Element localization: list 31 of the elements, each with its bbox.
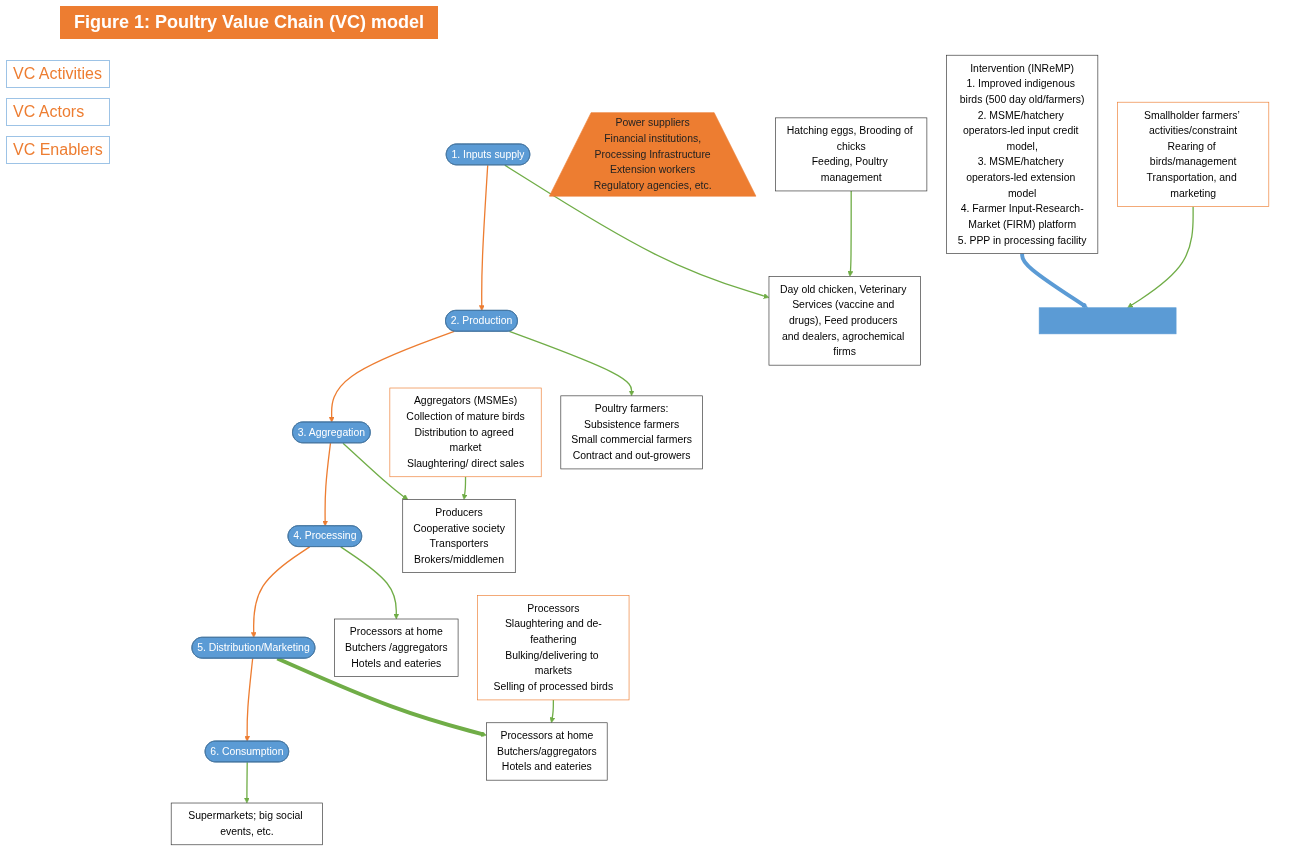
axis-label: VC Activities xyxy=(6,60,110,88)
arrow xyxy=(504,164,770,299)
node-box: Supermarkets; big social events, etc. xyxy=(170,802,323,846)
arrow xyxy=(847,190,854,277)
node-box: Processors Slaughtering and de-feathering Bulking/delivering to markets Selling of processed birds xyxy=(477,595,630,701)
arrow xyxy=(322,442,332,527)
node-box: Producers Cooperative society Transporters Brokers/middlemen xyxy=(402,499,516,573)
axis-label: VC Enablers xyxy=(6,136,110,164)
node-box: Intervention (INReMP) 1. Improved indigenous birds (500 day old/farmers) 2. MSME/hatchery operators-led input credit model, 3. MSME/hatchery operators-led extension model 4. Farmer Input-Research-Market (FIRM) platform 5. PPP in processing facility xyxy=(946,54,1099,254)
arrow xyxy=(342,442,409,500)
node-box: Smallholder farmers’ activities/constraint Rearing of birds/management Transportation, and marketing xyxy=(1117,101,1270,207)
arrow xyxy=(549,699,556,723)
arrow xyxy=(1020,253,1088,308)
node-box: Processors at home Butchers /aggregators Hotels and eateries xyxy=(334,618,459,677)
arrow xyxy=(461,476,468,500)
arrow xyxy=(508,330,635,397)
arrow xyxy=(244,761,250,804)
node-box: Processors at home Butchers/aggregators Hotels and eateries xyxy=(486,722,608,781)
node-bar xyxy=(1038,307,1177,335)
axis-label: VC Actors xyxy=(6,98,110,126)
arrow xyxy=(244,657,254,742)
title-banner: Figure 1: Poultry Value Chain (VC) model xyxy=(60,6,439,39)
node-box: Poultry farmers: Subsistence farmers Small commercial farmers Contract and out-growers xyxy=(560,395,703,470)
arrow xyxy=(478,164,489,311)
arrow xyxy=(1127,205,1194,308)
arrow xyxy=(340,546,400,620)
arrow xyxy=(328,330,455,423)
node-box: Hatching eggs, Brooding of chicks Feeding, Poultry management xyxy=(775,117,928,192)
node-box: Aggregators (MSMEs) Collection of mature birds Distribution to agreed market Slaughtering/ direct sales xyxy=(389,387,542,478)
node-box: Day old chicken, Veterinary Services (vaccine and drugs), Feed producers and dealers, agrochemical firms xyxy=(768,276,921,366)
arrow xyxy=(250,546,311,638)
